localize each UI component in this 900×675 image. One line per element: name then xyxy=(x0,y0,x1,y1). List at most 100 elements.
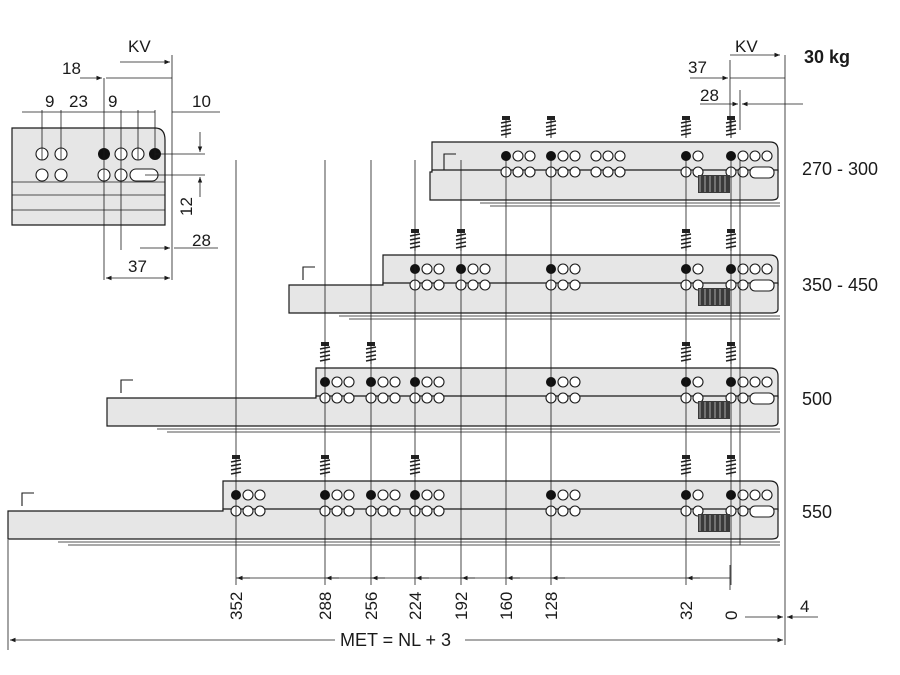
position-label: 128 xyxy=(542,592,561,620)
position-label: 160 xyxy=(497,592,516,620)
length-label-2: 350 - 450 xyxy=(802,275,878,295)
hole xyxy=(421,392,433,404)
hole xyxy=(569,392,581,404)
position-label: 32 xyxy=(677,601,696,620)
screw-icon xyxy=(500,116,512,138)
detail-view xyxy=(11,55,220,281)
slot xyxy=(749,166,775,179)
kv-label-detail: KV xyxy=(128,37,151,56)
hole xyxy=(749,376,761,388)
hole xyxy=(242,505,254,517)
rail-hook xyxy=(302,266,315,280)
runner-rail xyxy=(7,508,779,540)
hole xyxy=(421,489,433,501)
hole xyxy=(692,489,704,501)
hole xyxy=(590,166,602,178)
screw-head xyxy=(547,116,555,120)
hole xyxy=(590,150,602,162)
hole xyxy=(479,279,491,291)
hole xyxy=(389,392,401,404)
hole xyxy=(242,489,254,501)
hole xyxy=(602,150,614,162)
runner-1 xyxy=(429,116,780,207)
hole xyxy=(433,376,445,388)
dim-10: 10 xyxy=(192,92,211,111)
hole xyxy=(377,505,389,517)
rail-hook xyxy=(21,492,34,506)
hole xyxy=(254,505,266,517)
hole xyxy=(737,166,749,178)
hole xyxy=(331,489,343,501)
spring-block xyxy=(698,288,730,306)
hole xyxy=(569,150,581,162)
hole xyxy=(546,151,556,161)
hole xyxy=(421,263,433,275)
hole xyxy=(726,151,736,161)
hole xyxy=(557,150,569,162)
runner-profile xyxy=(382,254,779,286)
hole xyxy=(749,150,761,162)
hole xyxy=(343,489,355,501)
hole xyxy=(614,150,626,162)
hole xyxy=(343,376,355,388)
hole xyxy=(681,151,691,161)
runner-rail xyxy=(106,395,779,427)
hole xyxy=(479,263,491,275)
kv-label-right: KV xyxy=(735,37,758,56)
hole xyxy=(467,263,479,275)
load-label: 30 kg xyxy=(804,47,850,67)
hole xyxy=(377,392,389,404)
runner-3 xyxy=(106,342,780,433)
runner-rail xyxy=(429,169,779,201)
screw-head xyxy=(682,116,690,120)
hole xyxy=(569,489,581,501)
position-label: 224 xyxy=(406,592,425,620)
hole xyxy=(737,505,749,517)
spring-block xyxy=(698,514,730,532)
slot xyxy=(749,279,775,292)
hole xyxy=(557,392,569,404)
position-label: 256 xyxy=(362,592,381,620)
screw-icon xyxy=(725,116,737,138)
dim-37-detail: 37 xyxy=(128,257,147,276)
hole xyxy=(512,166,524,178)
dim-28-right: 28 xyxy=(700,86,719,105)
position-label: 192 xyxy=(452,592,471,620)
slot xyxy=(749,505,775,518)
rail-hook xyxy=(443,153,456,170)
spring-block xyxy=(698,401,730,419)
hole xyxy=(254,489,266,501)
hole xyxy=(389,489,401,501)
hole xyxy=(557,166,569,178)
hole xyxy=(524,150,536,162)
dim-9-right: 9 xyxy=(108,92,117,111)
hole xyxy=(761,150,773,162)
runner-profile xyxy=(222,480,779,512)
right-dimension-lines xyxy=(690,52,803,645)
length-label-3: 500 xyxy=(802,389,832,409)
dim-4: 4 xyxy=(800,597,809,616)
hole xyxy=(737,150,749,162)
hole xyxy=(557,279,569,291)
dim-12: 12 xyxy=(177,197,196,216)
hole xyxy=(421,279,433,291)
formula-bg xyxy=(335,630,465,650)
hole xyxy=(343,392,355,404)
hole xyxy=(524,166,536,178)
hole xyxy=(433,489,445,501)
hole xyxy=(737,392,749,404)
hole xyxy=(557,263,569,275)
hole xyxy=(433,279,445,291)
hole xyxy=(377,489,389,501)
dim-18: 18 xyxy=(62,59,81,78)
hole xyxy=(389,505,401,517)
hole xyxy=(389,376,401,388)
hole xyxy=(761,376,773,388)
position-label: 288 xyxy=(316,592,335,620)
hole xyxy=(331,505,343,517)
screw-head xyxy=(502,116,510,120)
hole xyxy=(569,376,581,388)
runner-rail xyxy=(288,282,779,314)
hole xyxy=(421,505,433,517)
